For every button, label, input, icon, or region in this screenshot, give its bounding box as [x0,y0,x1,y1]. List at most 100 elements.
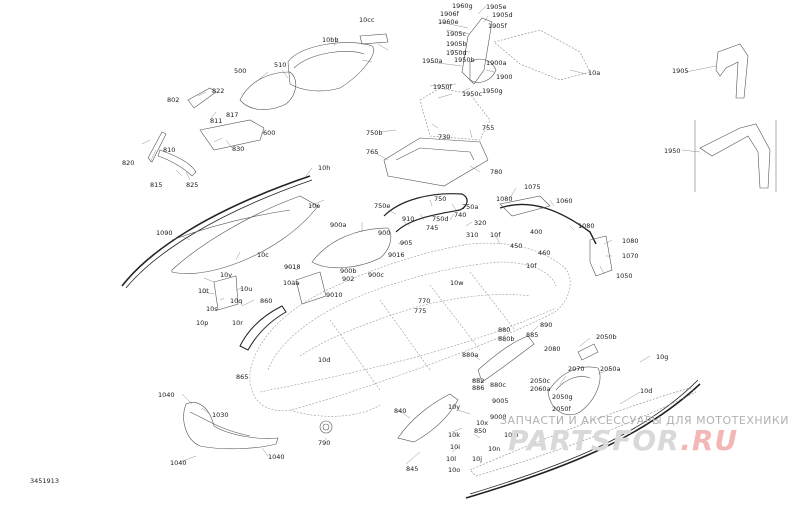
callout-900b: 900b [340,267,357,275]
callout-905: 905 [400,239,413,247]
callout-10aa: 10aa [283,279,300,287]
watermark-tld: .RU [680,424,739,457]
callout-1960e: 1960e [438,18,459,26]
callout-10n: 10n [488,445,501,453]
callout-1950a: 1950a [422,57,443,65]
callout-830: 830 [232,145,245,153]
callout-10y: 10y [448,403,461,411]
callout-860: 860 [260,297,273,305]
callout-10w: 10w [450,279,464,287]
callout-9018: 9018 [284,263,301,271]
callout-840: 840 [394,407,407,415]
callout-1905: 1905 [672,67,689,75]
callout-10j: 10j [472,455,483,463]
callout-1906f: 1906f [440,10,459,18]
side-cover-parts [213,227,613,311]
callout-880c: 880c [490,381,506,389]
callout-886: 886 [472,384,485,392]
callout-1960g: 1960g [452,2,473,10]
callout-745: 745 [426,224,439,232]
callout-900a: 900a [330,221,347,229]
callout-450: 450 [510,242,523,250]
callout-882: 882 [472,377,485,385]
callout-10v: 10v [220,271,233,279]
callout-10u: 10u [240,285,253,293]
callout-1040-bottom: 1040 [170,459,187,467]
callout-1090: 1090 [156,229,173,237]
leader-lines [141,5,717,465]
callout-600: 600 [263,129,276,137]
watermark-logo: PARTSFOR.RU [508,424,738,457]
callout-750a: 750a [462,203,479,211]
callout-1080-far: 1080 [622,237,639,245]
callout-810: 810 [163,146,176,154]
callout-10a: 10a [588,69,601,77]
callout-770: 770 [418,297,431,305]
callout-10c: 10c [257,251,269,259]
cables-and-rails [239,193,597,351]
callout-1950: 1950 [664,147,681,155]
callout-2050a: 2050a [600,365,621,373]
callout-910: 910 [402,215,415,223]
callout-1905c: 1905c [446,30,467,38]
callout-1080-right: 1080 [578,222,595,230]
callout-10x: 10x [476,419,489,427]
callout-10g: 10g [656,353,669,361]
callout-880: 880 [498,326,511,334]
callout-755: 755 [482,124,495,132]
callout-1950g: 1950g [482,87,503,95]
callout-1905e: 1905e [486,3,507,11]
callout-1905b: 1905b [446,40,467,48]
callout-10k: 10k [448,431,461,439]
callout-1050: 1050 [616,272,633,280]
callout-10e: 10e [308,202,321,210]
callout-9000: 9000 [490,413,507,421]
callout-750e: 750e [374,202,391,210]
callout-1900a: 1900a [486,59,507,67]
callout-10i: 10i [450,443,461,451]
callout-902: 902 [342,275,355,283]
rear-components [397,335,601,443]
callout-880b: 880b [498,335,515,343]
callout-1075: 1075 [524,183,541,191]
callout-850: 850 [474,427,487,435]
callout-1040-top: 1040 [158,391,175,399]
callout-10h: 10h [318,164,331,172]
callout-2050f: 2050f [552,405,571,413]
callout-790: 790 [318,439,331,447]
callout-10r: 10r [232,319,243,327]
callout-880a: 880a [462,351,479,359]
document-number: 3451913 [30,477,59,485]
callout-2060a: 2060a [530,385,551,393]
callout-460: 460 [538,249,551,257]
callout-825: 825 [186,181,199,189]
callout-822: 822 [212,87,225,95]
callout-1950d: 1950d [446,49,467,57]
callout-780: 780 [490,168,503,176]
side-rails [121,175,701,499]
callout-1070: 1070 [622,252,639,260]
callout-10p: 10p [196,319,209,327]
callout-885: 885 [526,331,539,339]
callout-1950c: 1950c [462,90,483,98]
callout-775: 775 [414,307,427,315]
watermark-caption: ЗАПЧАСТИ И АКСЕССУАРЫ ДЛЯ МОТОТЕХНИКИ [500,414,789,427]
callout-900: 900 [378,229,391,237]
watermark-brand: PARTSFOR [508,424,681,457]
callout-10t: 10t [198,287,209,295]
callout-811: 811 [210,117,223,125]
callout-9010: 9010 [326,291,343,299]
callout-10q: 10q [230,297,243,305]
callout-1950b: 1950b [454,56,475,64]
callout-10cc: 10cc [359,16,375,24]
callout-9016: 9016 [388,251,405,259]
hull-drawing [249,242,571,417]
bow-bumper [183,402,333,450]
callout-2050c: 2050c [530,377,551,385]
callout-815: 815 [150,181,163,189]
callout-2050b: 2050b [596,333,617,341]
callout-10bb: 10bb [322,36,339,44]
callout-817: 817 [226,111,239,119]
callout-10m: 10m [504,431,519,439]
